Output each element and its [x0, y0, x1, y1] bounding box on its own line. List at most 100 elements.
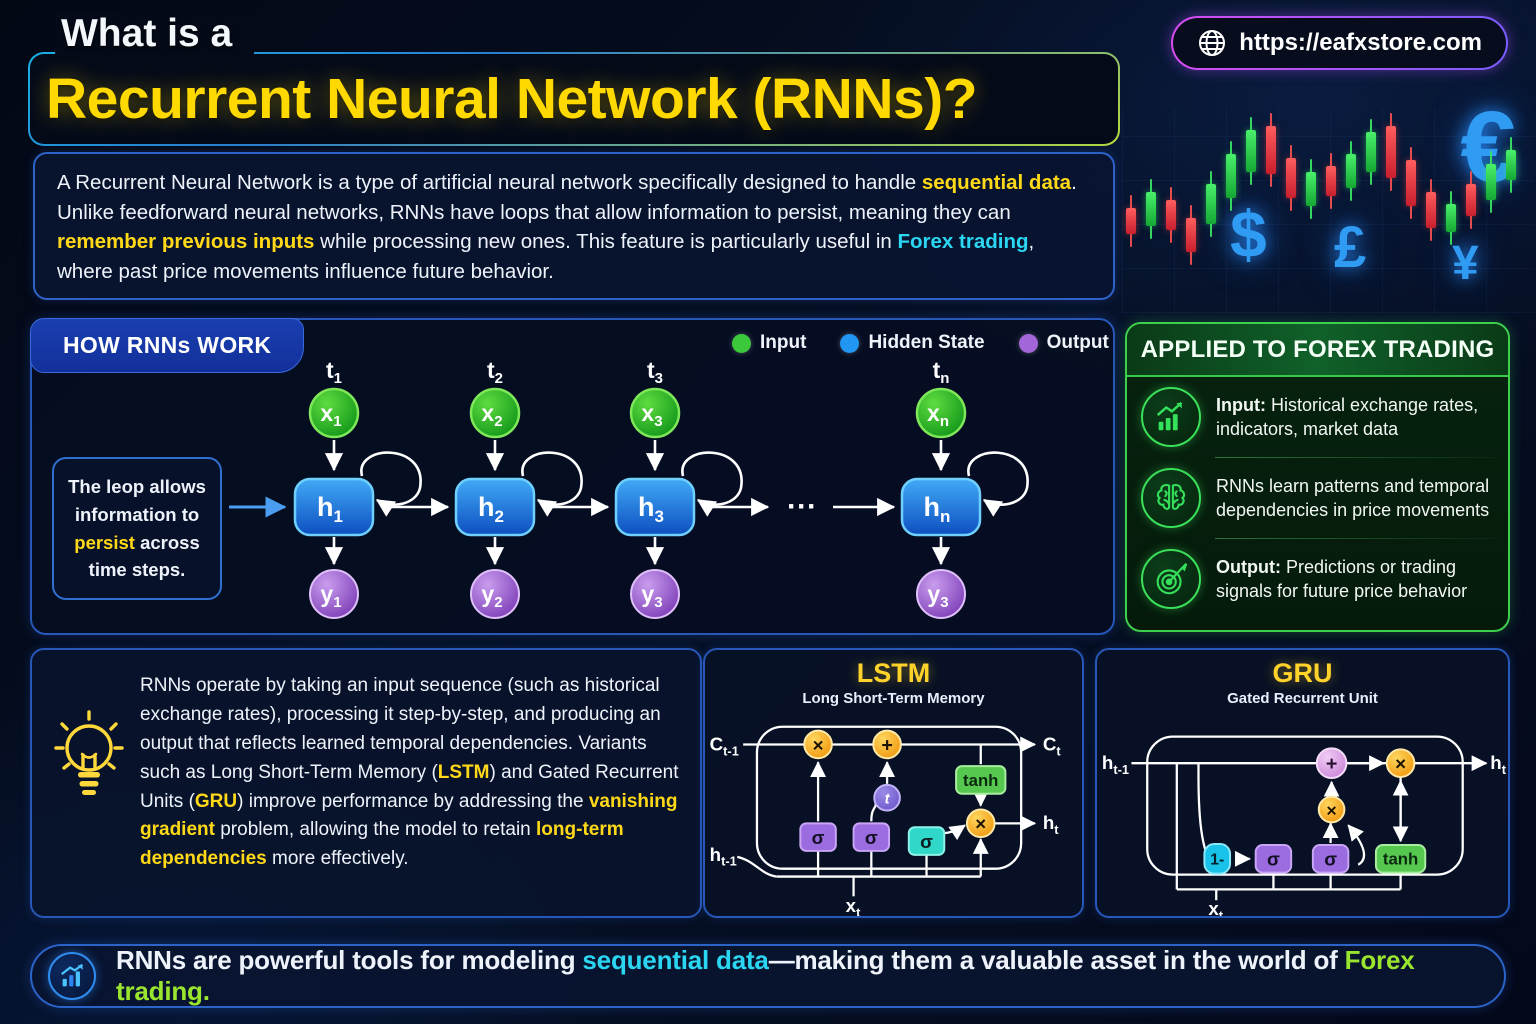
svg-text:tanh: tanh [1383, 850, 1418, 869]
svg-text:y3: y3 [927, 581, 948, 611]
forex-item-output: Output: Predictions or trading signals f… [1127, 539, 1508, 619]
output-node: y3 [630, 569, 680, 619]
svg-text:xt: xt [1208, 898, 1223, 916]
lstm-output-multiply-node: × [965, 808, 996, 839]
rnn-wires [324, 440, 1029, 566]
input-node: x1 [308, 387, 360, 439]
lightbulb-icon [46, 706, 132, 898]
footer-banner: RNNs are powerful tools for modeling seq… [30, 944, 1506, 1008]
legend-item-output: Output [1018, 332, 1109, 354]
forex-item-text: RNNs learn patterns and temporal depende… [1216, 475, 1490, 520]
svg-text:ht-1: ht-1 [1102, 752, 1129, 777]
rnn-diagram: ··· t1 x1 h1 y1 t2 x2 h2 y2 t3 x3 h3 y3 … [229, 357, 1029, 619]
gru-diagram: + × × 1- σ σ tanh ht-1 ht xt [1102, 735, 1507, 916]
forex-item-text: Predictions or trading signals for futur… [1216, 556, 1468, 601]
hidden-node: hn [900, 477, 982, 537]
output-node: y1 [309, 569, 359, 619]
lstm-sigma1-gate: σ [799, 822, 837, 852]
gru-multiply-mid-node: × [1317, 795, 1346, 824]
svg-text:σ: σ [1267, 849, 1280, 870]
rnn-unit: t3 x3 h3 y3 [614, 357, 696, 619]
gru-wires [1131, 735, 1488, 901]
section-heading-badge: HOW RNNs WORK [30, 318, 305, 373]
forex-item-lead: Input: [1216, 394, 1266, 415]
hidden-node: h3 [614, 477, 696, 537]
lstm-sigma3-gate: σ [907, 826, 946, 856]
chart-growth-icon [48, 952, 96, 1000]
lstm-forget-multiply-node: × [803, 729, 833, 760]
gru-tanh-node: tanh [1374, 844, 1427, 874]
input-node: x3 [629, 387, 681, 439]
target-icon [1141, 549, 1201, 609]
gru-title: GRU [1272, 658, 1333, 688]
rnn-operation-box: RNNs operate by taking an input sequence… [30, 648, 702, 918]
gru-panel: GRU Gated Recurrent Unit + [1095, 648, 1510, 918]
page-pretitle: What is a [55, 12, 255, 56]
intro-paragraph: A Recurrent Neural Network is a type of … [33, 152, 1115, 300]
lstm-title: LSTM [856, 658, 931, 688]
svg-text:y2: y2 [481, 581, 502, 611]
lstm-wires [736, 725, 1037, 897]
svg-text:h1: h1 [317, 492, 343, 526]
lstm-panel: LSTM Long Short-Term Memory × + [703, 648, 1084, 918]
svg-text:×: × [1326, 800, 1336, 820]
svg-text:σ: σ [1324, 849, 1337, 870]
candlestick-chart: € $ £ ¥ [1122, 91, 1534, 313]
title-box: Recurrent Neural Network (RNNs)? [28, 52, 1120, 146]
rnn-unit: t2 x2 h2 y2 [454, 357, 536, 619]
gru-sigma2-gate: σ [1311, 844, 1350, 874]
website-link[interactable]: https://eafxstore.com [1171, 16, 1508, 70]
svg-text:y3: y3 [641, 581, 662, 611]
forex-item-input: Input: Historical exchange rates, indica… [1127, 377, 1508, 457]
forex-item-text: Historical exchange rates, indicators, m… [1216, 394, 1479, 439]
lstm-subtitle: Long Short-Term Memory [802, 690, 985, 707]
input-node: x2 [469, 387, 521, 439]
svg-text:y1: y1 [320, 581, 341, 611]
gru-subtitle: Gated Recurrent Unit [1227, 690, 1378, 707]
svg-text:h3: h3 [638, 492, 664, 526]
input-color-dot [732, 333, 751, 353]
svg-text:xn: xn [927, 400, 949, 430]
svg-text:ht: ht [1043, 812, 1059, 837]
website-url: https://eafxstore.com [1239, 29, 1482, 56]
rnn-unit: t1 x1 h1 y1 [293, 357, 375, 619]
svg-text:xt: xt [846, 895, 861, 916]
sequence-ellipsis: ··· [787, 490, 817, 523]
time-label: t2 [487, 357, 503, 387]
svg-text:ht-1: ht-1 [710, 844, 737, 869]
forex-item-learning: RNNs learn patterns and temporal depende… [1127, 458, 1508, 538]
svg-text:h2: h2 [478, 492, 504, 526]
forex-panel-heading: APPLIED TO FOREX TRADING [1127, 324, 1508, 377]
output-node: y3 [916, 569, 966, 619]
footer-summary: RNNs are powerful tools for modeling seq… [116, 945, 1415, 1006]
svg-text:σ: σ [865, 827, 878, 848]
forex-item-lead: Output: [1216, 556, 1281, 577]
gru-io-labels: ht-1 ht xt [1102, 752, 1507, 916]
rnn-operation-paragraph: RNNs operate by taking an input sequence… [140, 675, 679, 870]
svg-text:ht: ht [1490, 752, 1506, 777]
svg-text:x3: x3 [641, 400, 662, 430]
time-label: t1 [326, 357, 342, 387]
legend: Input Hidden State Output [732, 332, 1109, 354]
svg-text:+: + [1326, 753, 1338, 775]
svg-text:+: + [881, 734, 893, 756]
output-node: y2 [470, 569, 520, 619]
divider [1215, 457, 1494, 458]
brain-icon [1141, 468, 1201, 528]
page-title: Recurrent Neural Network (RNNs)? [46, 67, 978, 131]
legend-item-input: Input [732, 332, 806, 354]
gru-add-node: + [1315, 747, 1348, 779]
rnn-unit: tn xn hn y3 [900, 357, 982, 619]
time-label: tn [933, 357, 950, 387]
svg-text:×: × [813, 734, 824, 755]
hidden-state-color-dot [840, 333, 860, 353]
time-label: t3 [647, 357, 663, 387]
growth-chart-icon [1141, 387, 1201, 447]
svg-text:x1: x1 [320, 400, 341, 430]
svg-text:tanh: tanh [963, 771, 998, 790]
loop-note: The leop allows information to persist a… [52, 457, 222, 600]
output-color-dot [1018, 333, 1038, 353]
hidden-node: h1 [293, 477, 375, 537]
forex-trading-panel: APPLIED TO FOREX TRADING Input: Historic… [1125, 322, 1510, 632]
svg-text:×: × [975, 813, 986, 834]
